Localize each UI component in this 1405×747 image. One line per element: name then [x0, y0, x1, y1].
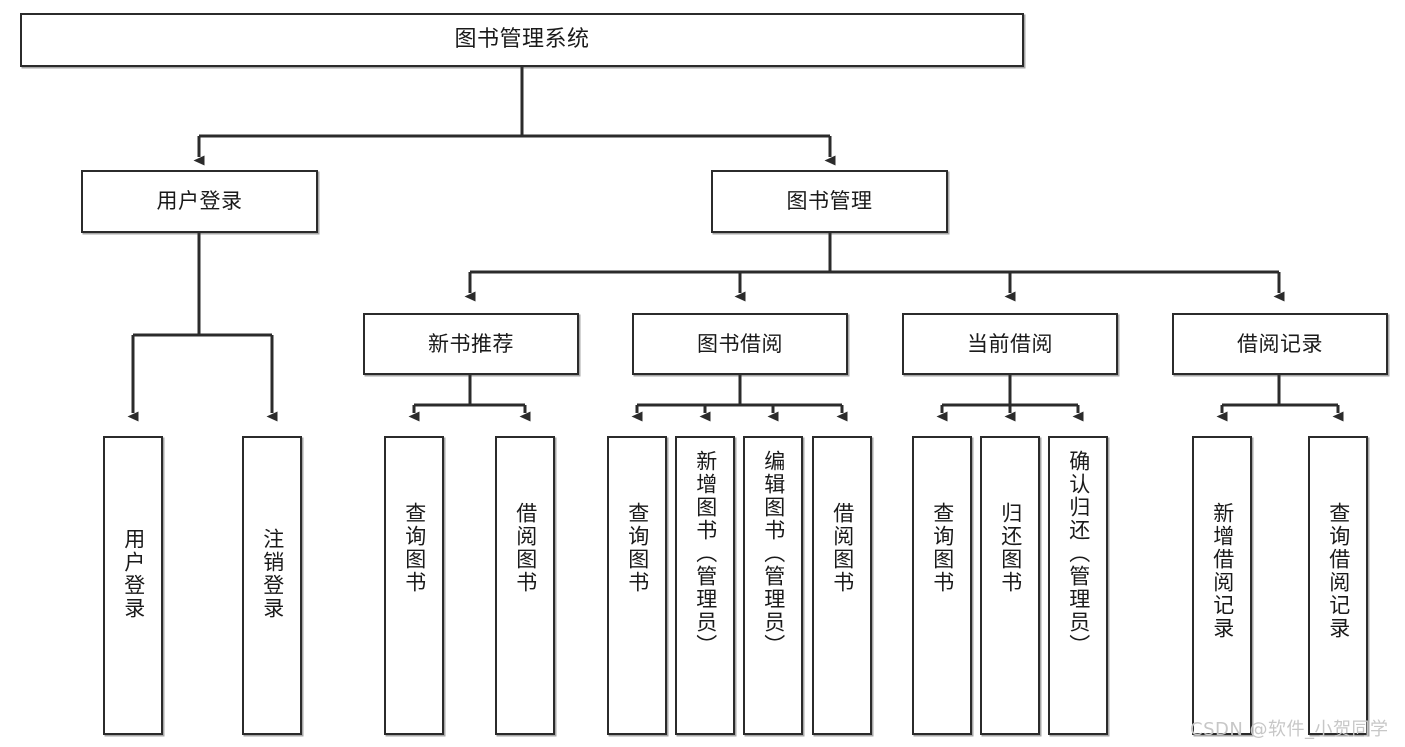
node-root-book-management-system[interactable]: 图书管理系统 [20, 13, 1024, 67]
node-label: 确认归还（管理员） [1066, 450, 1091, 657]
node-new-book-recommendation[interactable]: 新书推荐 [363, 313, 579, 375]
watermark-credit: CSDN @软件_小贺同学 [1190, 719, 1389, 740]
node-borrowing-record[interactable]: 借阅记录 [1172, 313, 1388, 375]
node-book-borrowing[interactable]: 图书借阅 [632, 313, 848, 375]
node-label: 新增借阅记录 [1210, 502, 1235, 640]
node-leaf-return-book[interactable]: 归还图书 [980, 436, 1040, 735]
node-leaf-borrow-book-new[interactable]: 借阅图书 [495, 436, 555, 735]
node-book-management[interactable]: 图书管理 [711, 170, 948, 233]
node-label: 借阅图书 [513, 502, 538, 594]
node-leaf-user-login[interactable]: 用户登录 [103, 436, 163, 735]
node-current-borrowing[interactable]: 当前借阅 [902, 313, 1118, 375]
node-leaf-add-book-admin[interactable]: 新增图书（管理员） [675, 436, 735, 735]
node-leaf-add-borrow-record[interactable]: 新增借阅记录 [1192, 436, 1252, 735]
node-label: 新书推荐 [428, 331, 514, 356]
node-label: 图书借阅 [697, 331, 783, 356]
node-label: 用户登录 [121, 528, 146, 620]
node-label: 用户登录 [156, 189, 243, 213]
node-user-login[interactable]: 用户登录 [81, 170, 318, 233]
node-label: 借阅记录 [1237, 331, 1323, 356]
node-label: 归还图书 [998, 502, 1023, 594]
node-label: 新增图书（管理员） [693, 450, 718, 657]
node-label: 查询图书 [930, 502, 955, 594]
node-leaf-query-book-borrow[interactable]: 查询图书 [607, 436, 667, 735]
node-leaf-query-book-current[interactable]: 查询图书 [912, 436, 972, 735]
node-label: 查询借阅记录 [1326, 502, 1351, 640]
node-label: 查询图书 [402, 502, 427, 594]
node-label: 图书管理系统 [454, 27, 590, 52]
node-label: 当前借阅 [967, 331, 1053, 356]
node-label: 编辑图书（管理员） [761, 450, 786, 657]
node-leaf-query-book-new[interactable]: 查询图书 [384, 436, 444, 735]
node-leaf-confirm-return-admin[interactable]: 确认归还（管理员） [1048, 436, 1108, 735]
node-leaf-user-logout[interactable]: 注销登录 [242, 436, 302, 735]
node-label: 查询图书 [625, 502, 650, 594]
node-leaf-query-borrow-record[interactable]: 查询借阅记录 [1308, 436, 1368, 735]
node-leaf-edit-book-admin[interactable]: 编辑图书（管理员） [743, 436, 803, 735]
node-label: 注销登录 [260, 528, 285, 620]
node-label: 借阅图书 [830, 502, 855, 594]
node-label: 图书管理 [786, 189, 873, 213]
node-leaf-borrow-book[interactable]: 借阅图书 [812, 436, 872, 735]
